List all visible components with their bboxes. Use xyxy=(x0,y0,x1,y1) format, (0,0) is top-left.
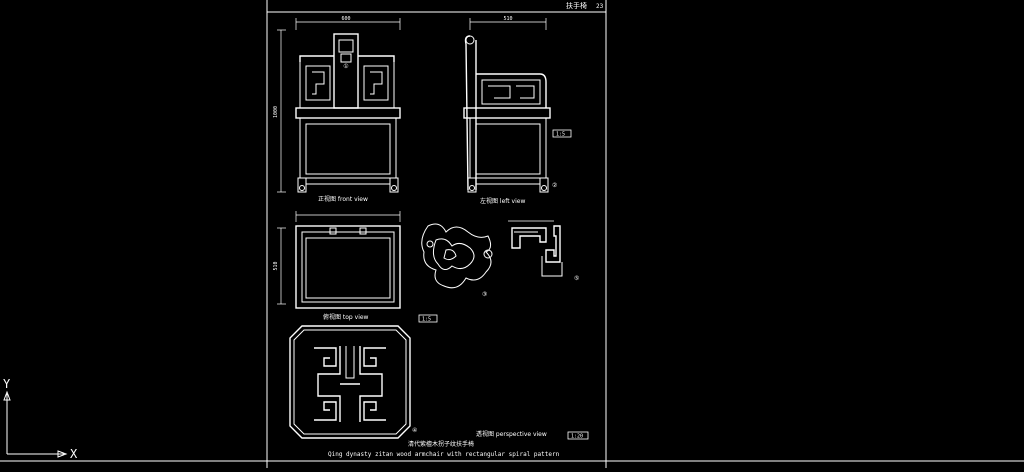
tag-left-view: 1:5 xyxy=(552,129,572,138)
tag-bottom: 1:20 xyxy=(567,431,589,440)
left-view-label: 左视图 left view xyxy=(480,197,525,205)
spiral-pattern-drawing xyxy=(289,325,411,439)
section-detail-drawing xyxy=(508,220,563,277)
left-view-width-dimension: 510 xyxy=(503,16,512,22)
svg-text:1:5: 1:5 xyxy=(556,132,565,138)
caption-english: Qing dynasty zitan wood armchair with re… xyxy=(328,451,560,458)
ucs-y-label: Y xyxy=(3,377,11,391)
top-view-drawing xyxy=(277,211,401,309)
front-view-height-dimension: 1000 xyxy=(273,106,279,118)
caption-chinese: 清代紫檀木拐子纹扶手椅 xyxy=(408,440,474,448)
carving-ornament-drawing xyxy=(421,223,493,289)
svg-text:1:5: 1:5 xyxy=(422,317,431,323)
top-view-height-dimension: 510 xyxy=(273,261,279,270)
ucs-icon xyxy=(3,390,68,458)
sheet-title: 扶手椅 xyxy=(566,1,587,10)
svg-text:1:20: 1:20 xyxy=(571,434,583,440)
front-view-marker: ① xyxy=(343,63,348,70)
left-view-marker: ② xyxy=(552,182,557,189)
carving-marker: ③ xyxy=(482,291,487,298)
page-number: 23 xyxy=(596,3,604,10)
perspective-view-label: 透视图 perspective view xyxy=(476,430,547,438)
top-view-label: 俯视图 top view xyxy=(323,313,369,321)
ucs-x-label: X xyxy=(70,447,78,461)
front-view-label: 正视图 front view xyxy=(318,195,368,203)
section-marker: ⑤ xyxy=(574,275,579,282)
front-view-width-dimension: 600 xyxy=(341,16,350,22)
front-view-drawing xyxy=(277,18,401,193)
tag-top-view: 1:5 xyxy=(418,314,438,323)
left-view-drawing xyxy=(463,18,551,193)
pattern-marker: ④ xyxy=(412,427,417,434)
